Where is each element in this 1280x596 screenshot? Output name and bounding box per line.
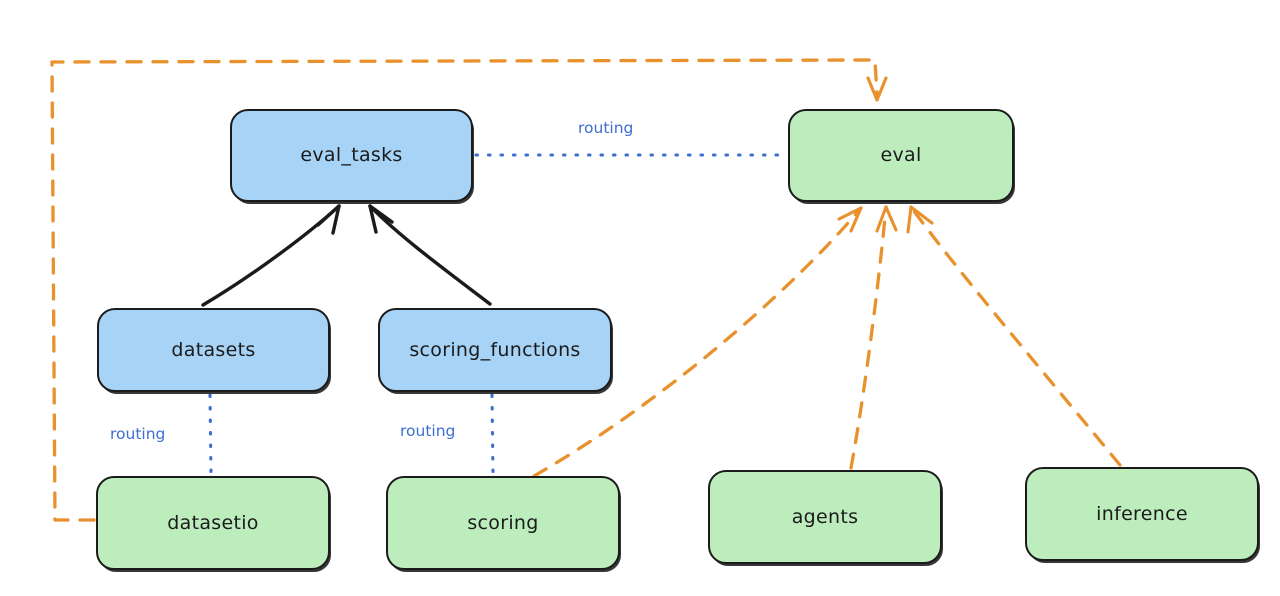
node-label: eval_tasks	[300, 144, 403, 167]
node-agents[interactable]: agents	[708, 470, 942, 564]
node-eval[interactable]: eval	[788, 109, 1014, 202]
node-label: eval	[880, 144, 922, 167]
node-inference[interactable]: inference	[1025, 467, 1259, 561]
node-label: datasets	[171, 338, 256, 361]
edge-datasets-to-eval_tasks	[201, 204, 341, 307]
edge-label-routing-scoring-functions-scoring: routing	[400, 422, 456, 440]
node-label: datasetio	[167, 511, 259, 534]
edge-agents-to-eval	[849, 205, 898, 470]
edge-label-routing-datasets-datasetio: routing	[110, 425, 166, 443]
edge-scoring_functions-to-scoring	[490, 393, 495, 476]
node-label: agents	[791, 505, 859, 528]
node-datasetio[interactable]: datasetio	[96, 476, 330, 570]
edge-inference-to-eval	[906, 205, 1122, 467]
node-label: scoring_functions	[409, 338, 581, 361]
node-label: scoring	[467, 511, 539, 534]
node-scoring[interactable]: scoring	[386, 476, 620, 570]
node-eval-tasks[interactable]: eval_tasks	[230, 109, 473, 202]
edge-datasets-to-datasetio	[208, 393, 213, 476]
node-datasets[interactable]: datasets	[97, 308, 330, 392]
node-label: inference	[1096, 502, 1188, 525]
edge-label-routing-eval-tasks-eval: routing	[578, 119, 634, 137]
edge-scoring_functions-to-eval_tasks	[368, 204, 492, 306]
node-scoring-functions[interactable]: scoring_functions	[378, 308, 612, 392]
